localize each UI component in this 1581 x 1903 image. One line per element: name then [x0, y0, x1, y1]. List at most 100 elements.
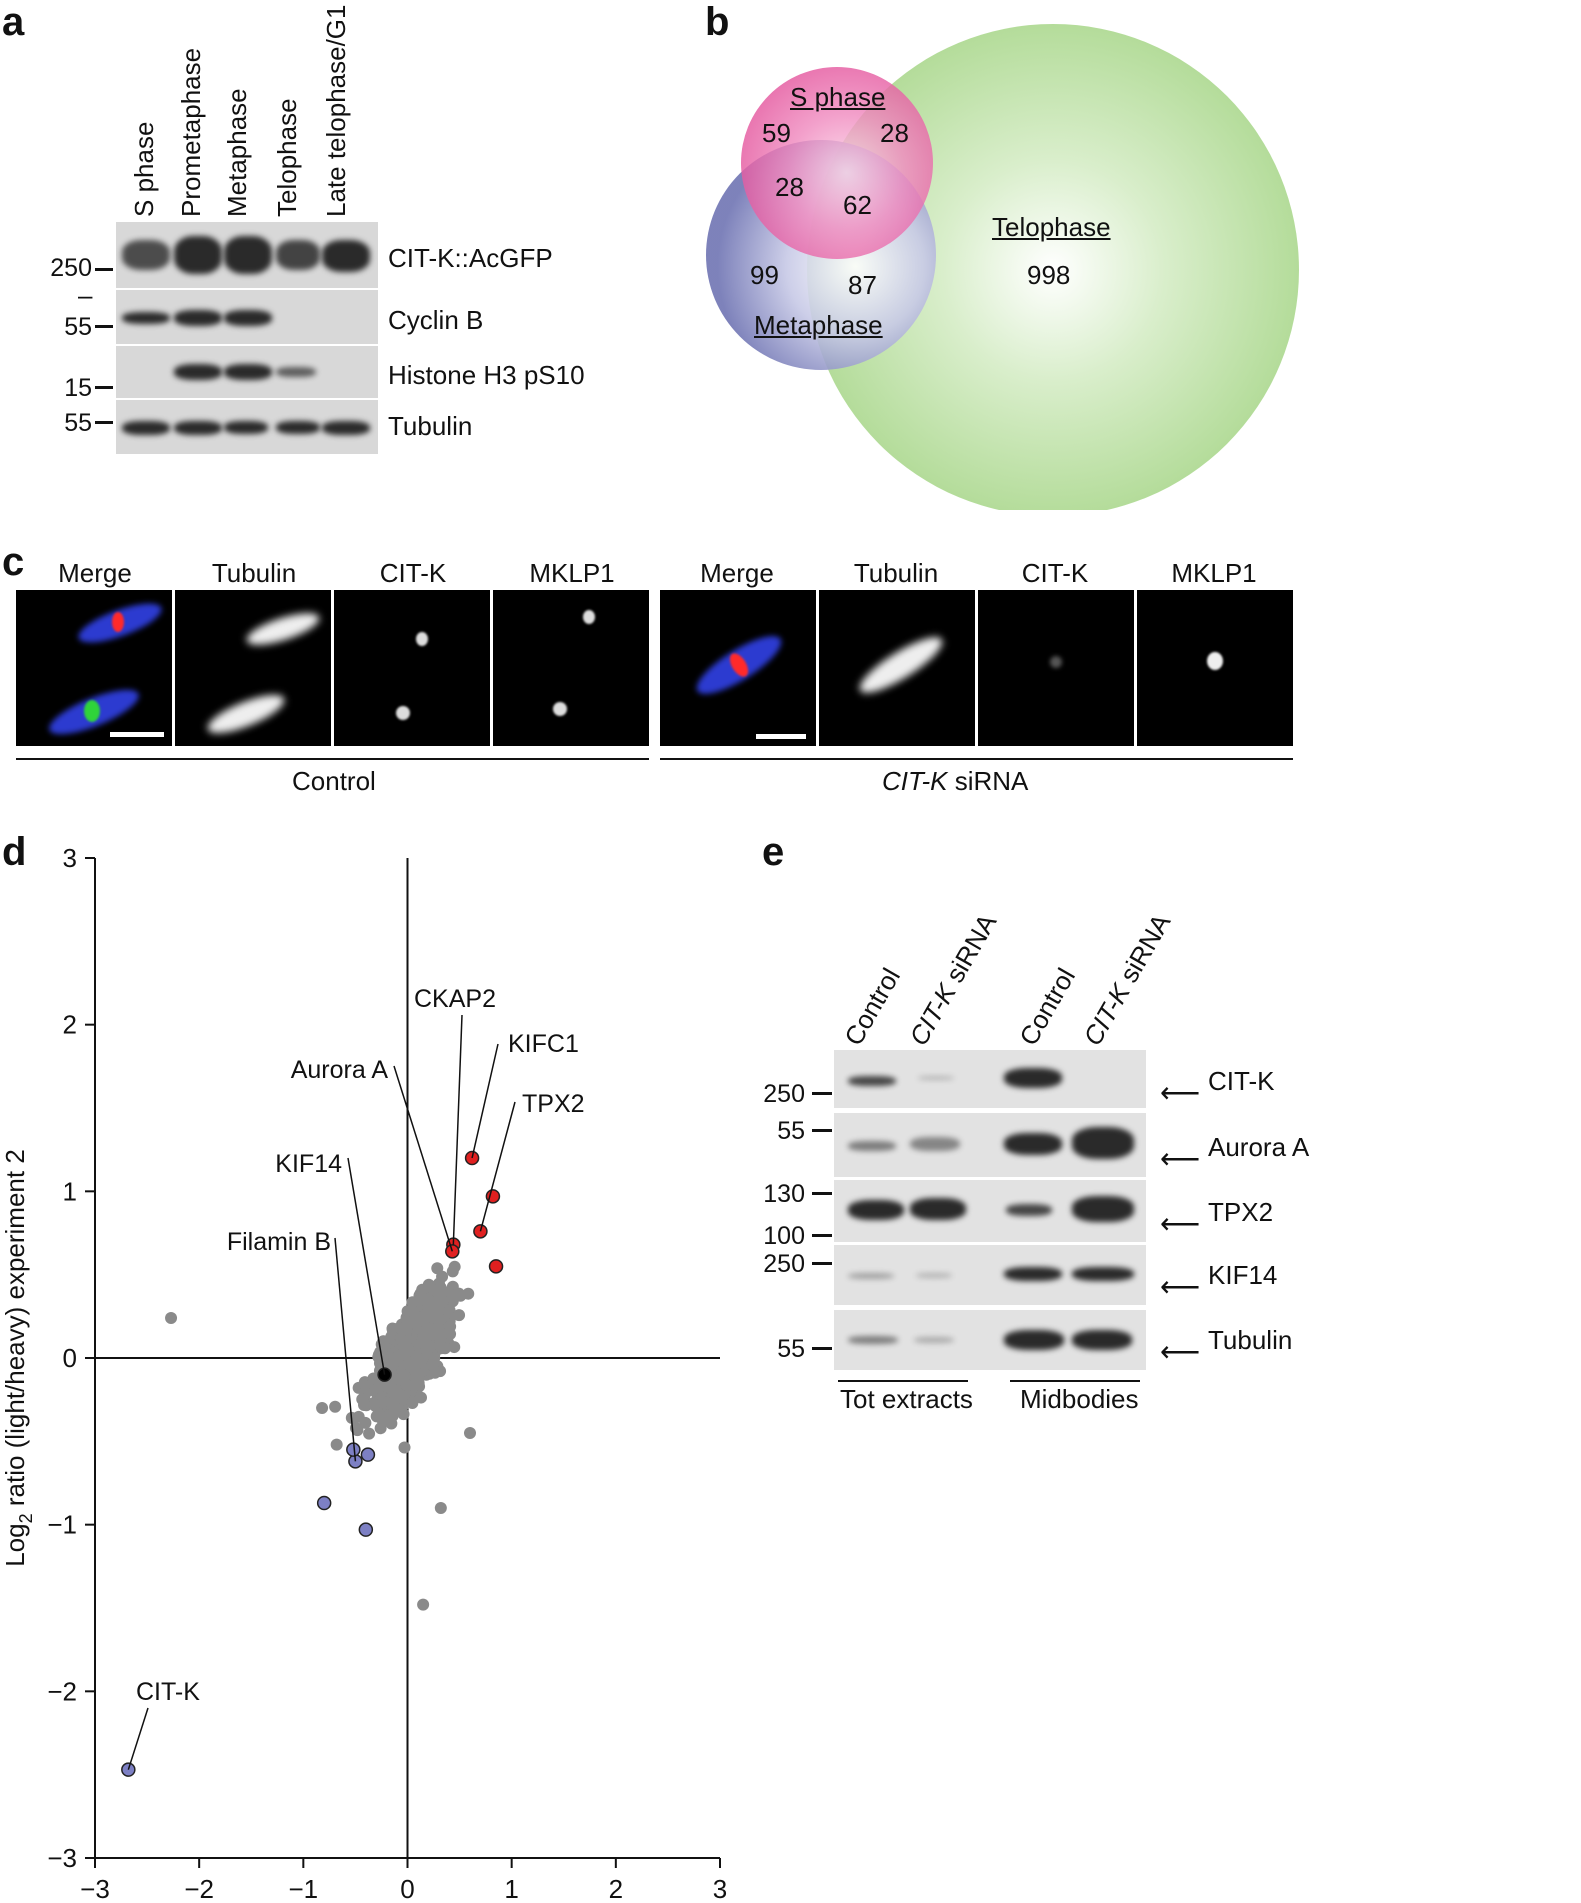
scatter-point-bg	[436, 1295, 449, 1308]
mw-tick	[812, 1347, 832, 1350]
x-tick-label: −3	[80, 1874, 110, 1903]
scatter-point-bg	[448, 1341, 461, 1354]
panel-label-c: c	[2, 540, 25, 584]
scatter-point-bg	[374, 1409, 387, 1422]
x-tick-label: −2	[184, 1874, 214, 1903]
x-tick-label: 1	[504, 1874, 518, 1903]
blot-e-citk	[834, 1050, 1146, 1108]
mw-marker: 250	[763, 1250, 805, 1278]
mw-tick	[812, 1129, 832, 1132]
point-label: KIF14	[275, 1150, 342, 1178]
y-tick-label: −1	[47, 1510, 77, 1540]
leader-line	[452, 1014, 463, 1245]
blot-tubulin-a	[116, 400, 378, 454]
leader-line	[127, 1707, 149, 1770]
scatter-point-bg	[385, 1417, 398, 1430]
channel-label: Merge	[58, 558, 132, 588]
scatter-point-bg	[444, 1320, 457, 1333]
scatter-point-highlight	[488, 1259, 504, 1274]
point-label: TPX2	[522, 1090, 585, 1118]
mw-dash: –	[78, 280, 93, 310]
scatter-point-outlier	[330, 1438, 343, 1451]
scatter-point-bg	[406, 1296, 419, 1309]
blot-cyclin-b	[116, 290, 378, 344]
arrow-icon: ⟵	[1160, 1271, 1201, 1302]
blot-citk-acgfp	[116, 222, 378, 288]
arrow-icon: ⟵	[1160, 1336, 1201, 1367]
lane-label-e: Control	[1013, 962, 1082, 1051]
scatter-point-bg	[403, 1356, 416, 1369]
lane-label: Late telophase/G1	[321, 4, 351, 218]
micrograph-citk-sirna	[978, 590, 1134, 746]
scatter-point-bg	[427, 1357, 440, 1370]
panel-label-d: d	[2, 830, 27, 874]
scatter-point-bg	[394, 1373, 407, 1386]
venn-count: 28	[880, 118, 909, 148]
scatter-point-highlight	[358, 1522, 374, 1537]
scatter-point-outlier	[417, 1598, 430, 1611]
scatter-point-bg	[359, 1416, 372, 1429]
scatter-point-bg	[414, 1391, 427, 1404]
mw-marker: 15	[64, 374, 92, 402]
group-label-tot: Tot extracts	[840, 1384, 973, 1414]
leader-line	[471, 1043, 499, 1159]
venn-count: 87	[848, 270, 877, 300]
band-label-e: TPX2	[1208, 1197, 1274, 1227]
mw-marker: 250	[50, 254, 92, 282]
mw-tick	[95, 421, 113, 424]
y-tick-label: 3	[63, 843, 77, 873]
mw-marker: 55	[777, 1335, 805, 1363]
scatter-point-bg	[422, 1301, 435, 1314]
channel-label: Tubulin	[211, 558, 297, 588]
group-line-control	[16, 758, 649, 760]
venn-count: 99	[750, 260, 779, 290]
point-label: CIT-K	[136, 1678, 200, 1706]
micrograph-merge-control	[16, 590, 172, 746]
band-label: CIT-K::AcGFP	[388, 243, 553, 273]
mw-tick	[95, 325, 113, 328]
scatter-point-bg	[416, 1283, 429, 1296]
scatter-point-bg	[398, 1441, 411, 1454]
x-tick-label: 0	[400, 1874, 414, 1903]
scatter-point-bg	[372, 1381, 385, 1394]
arrow-icon: ⟵	[1160, 1077, 1201, 1108]
band-label-e: Aurora A	[1208, 1132, 1310, 1162]
scatter-point-highlight	[121, 1762, 136, 1777]
scatter-point-bg	[446, 1265, 459, 1278]
y-axis-title: Log2 ratio (light/heavy) experiment 2	[0, 1149, 36, 1567]
band-label: Cyclin B	[388, 305, 484, 335]
x-tick-label: 3	[713, 1874, 727, 1903]
point-label: Filamin B	[227, 1228, 331, 1256]
channel-label: CIT-K	[379, 558, 447, 588]
blot-e-tubulin	[834, 1310, 1146, 1370]
mw-marker: 250	[763, 1080, 805, 1108]
panel-label-e: e	[762, 830, 785, 874]
scatter-point-bg	[415, 1293, 428, 1306]
scatter-point-highlight	[445, 1244, 460, 1259]
blot-histone-h3	[116, 346, 378, 398]
mw-tick	[812, 1262, 832, 1265]
point-label: CKAP2	[414, 985, 496, 1013]
scatter-point-bg	[386, 1358, 399, 1371]
venn-label-metaphase: Metaphase	[754, 310, 883, 340]
blot-e-tpx2	[834, 1180, 1146, 1242]
lane-label: Prometaphase	[176, 47, 206, 217]
scatter-point-highlight	[360, 1447, 376, 1462]
band-label-e: Tubulin	[1208, 1325, 1293, 1355]
micrograph-mklp1-control	[493, 590, 649, 746]
scatter-point-bg	[434, 1339, 447, 1352]
venn-count: 59	[762, 118, 791, 148]
scatter-point-bg	[415, 1336, 428, 1349]
scatter-point-bg	[387, 1395, 400, 1408]
mw-tick	[95, 268, 113, 271]
channel-label: CIT-K	[1021, 558, 1089, 588]
scatter-point-bg	[358, 1399, 371, 1412]
scatter-point-outlier	[165, 1312, 178, 1324]
scatter-point-outlier	[316, 1402, 329, 1414]
y-tick-label: −2	[47, 1676, 77, 1706]
channel-label: MKLP1	[1171, 558, 1257, 588]
mw-tick	[812, 1092, 832, 1095]
panel-label-b: b	[705, 0, 730, 44]
channel-label: Merge	[700, 558, 774, 588]
